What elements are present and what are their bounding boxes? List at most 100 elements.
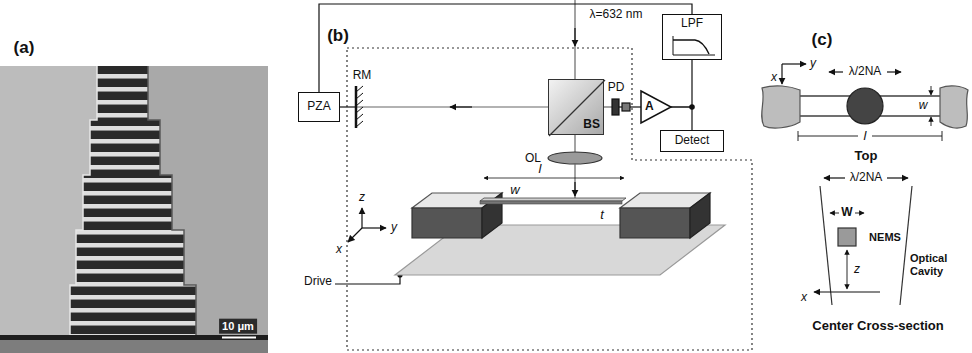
beam-views [838,228,856,246]
splitter-diagonal [549,80,605,136]
beam-views [931,117,932,126]
optical-setup [622,103,630,111]
dimension-label: l [864,129,867,144]
component-label: RM [353,69,372,83]
optical-setup [612,99,619,115]
filter-curve [673,40,709,54]
node-text: A [645,100,654,114]
optical-setup [361,208,362,228]
optical-setup [355,86,358,128]
optical-setup [335,275,400,284]
axis-label: x [336,243,342,257]
optical-setup [356,106,548,107]
wavelength-label: λ=632 nm [589,8,642,22]
beam-views [824,177,845,178]
view-caption: Center Cross-section [812,319,943,334]
node-text: PZA [307,100,330,114]
actuator-box: PZA [298,92,340,122]
optical-setup [340,106,356,107]
beam-views [830,213,839,214]
sem-image [70,66,196,335]
component-label: Optical Cavity [910,252,958,277]
component-label: NEMS [869,231,901,244]
optical-setup [362,227,386,228]
optical-setup [620,208,690,238]
beam-views [820,186,832,305]
beam-views [762,64,968,305]
beam-views [855,213,864,214]
optical-setup [335,0,752,350]
optical-setup [348,228,362,242]
beam-views [847,250,848,289]
dimension-label: w [919,99,928,113]
dimension-label: λ/2NA [849,65,882,79]
view-caption: Top [855,149,878,164]
axis-label: z [359,191,365,205]
optical-setup [574,164,575,198]
optical-setup [574,28,575,46]
node-text: BS [583,118,600,132]
optical-setup [480,198,626,201]
axis-label: y [810,57,816,71]
optical-setup [574,182,575,196]
panel-label: (c) [812,30,833,50]
dimension-label: t [600,208,604,223]
optical-setup [356,86,363,127]
beam-views [762,86,800,128]
filter-box: LPF [662,14,722,60]
sem-image [0,335,268,340]
signal-wire [671,107,692,130]
beam-views [781,64,782,84]
filter-axes [673,36,715,55]
axis-label: z [854,263,860,277]
dimension-label: λ/2NA [850,171,883,185]
optical-setup [548,152,602,164]
beam-views [829,71,843,72]
beam-views [847,88,883,124]
beam-views [782,63,806,64]
optical-setup [574,135,575,152]
optical-setup [574,0,575,79]
beam-splitter: BS [548,79,604,135]
sem-image [0,340,268,353]
dimension-label: w [510,183,519,198]
detector-box: Detect [660,130,724,152]
panel-label: (b) [327,26,349,46]
optical-setup [604,106,612,107]
beam-views [814,291,880,292]
sem-image [222,337,256,339]
dimension-label: W [841,206,852,220]
beam-views [931,86,932,95]
optical-setup [412,208,482,238]
beam-views [887,71,901,72]
optical-setup [690,193,710,238]
optical-setup [347,48,752,350]
beam-views [940,86,968,128]
axis-label: y [391,221,397,235]
amplifier-triangle [641,91,671,123]
beam-views [887,177,908,178]
sem-image [0,66,268,353]
sem-image [70,66,97,335]
amplifier-symbol: A [641,91,671,123]
node-text: LPF [681,17,703,31]
dimension-label: l [539,162,542,177]
scale-label: 10 μm [219,319,257,334]
sem-image [148,66,196,335]
signal-wire [319,4,692,92]
beam-views [798,131,942,141]
panel-label: (a) [14,38,35,58]
signal-wire [671,60,692,107]
optical-setup [480,201,622,204]
signal-label: Drive [304,275,332,289]
optical-setup [484,178,624,179]
optical-setup [630,106,641,107]
beam-views [900,186,912,305]
axis-label: x [771,71,777,85]
axis-label: x [801,291,807,305]
component-label: PD [608,81,625,95]
sem-image [0,66,268,353]
